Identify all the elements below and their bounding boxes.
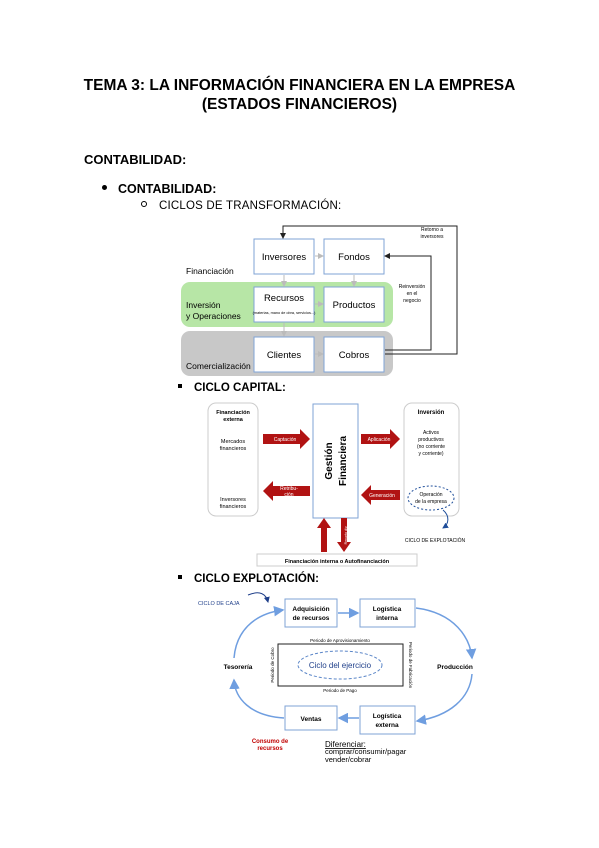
sub-item-ciclo-capital: CICLO CAPITAL: xyxy=(178,382,286,394)
section-heading: CONTABILIDAD: xyxy=(84,152,187,167)
label-periodo-left: Periodo de Cobro xyxy=(270,647,275,683)
arrow-down xyxy=(337,518,351,552)
label-log-externa-2: externa xyxy=(375,722,399,729)
label-activos-4: y corriente) xyxy=(418,451,443,457)
bullet-dot-icon xyxy=(102,185,107,191)
label-reinversion-1: Reinversión xyxy=(399,284,426,290)
label-generacion: Generación xyxy=(369,493,395,499)
label-ventas: Ventas xyxy=(301,716,322,723)
box-productos xyxy=(323,286,385,323)
label-tesoreria: Tesorería xyxy=(224,664,253,671)
label-inversores-fin-2: financieros xyxy=(220,504,247,510)
label-cobros: Cobros xyxy=(339,350,370,361)
label-fin-externa-2: externa xyxy=(223,417,244,423)
ciclo-explotacion-label: CICLO EXPLOTACIÓN: xyxy=(194,573,320,585)
label-fin-interna: Financiación interna o Autofinanciación xyxy=(285,559,390,565)
square-bullet-icon xyxy=(178,574,182,579)
diagram-capital-cycle: Financiación externa Mercados financiero… xyxy=(207,402,466,567)
label-mercados-1: Mercados xyxy=(221,439,245,445)
box-recursos xyxy=(253,286,315,323)
box-financiacion-interna xyxy=(256,553,418,567)
arrow-retribucion xyxy=(263,481,310,501)
label-fin-externa-1: Financiación xyxy=(216,410,250,416)
label-inversion-2: y Operaciones xyxy=(186,311,241,321)
label-arrow-right: Reparto div. xyxy=(344,526,348,545)
label-productos: Productos xyxy=(333,300,376,311)
arrow-generacion xyxy=(361,485,400,505)
page-title-line-2: (ESTADOS FINANCIEROS) xyxy=(201,96,398,113)
box-logistica-externa xyxy=(359,705,416,735)
label-recursos: Recursos xyxy=(264,293,304,304)
label-retribucion-1: Retribu- xyxy=(280,486,298,492)
label-log-interna-2: interna xyxy=(376,615,398,622)
box-cobros xyxy=(323,336,385,373)
panel-inversion xyxy=(403,402,460,517)
label-operacion-1: Operación xyxy=(419,492,442,498)
box-inversores xyxy=(253,238,315,275)
label-retorno-1: Retorno a xyxy=(421,227,443,233)
arrow-aplicacion xyxy=(361,429,400,449)
label-inversion-1: Inversión xyxy=(186,300,221,310)
label-financiera: Financiera xyxy=(338,436,349,486)
label-comercializacion: Comercialización xyxy=(186,361,251,371)
label-retorno-2: inversores xyxy=(420,234,444,240)
ellipse-ciclo-ejercicio xyxy=(297,650,383,680)
label-inversores-fin-1: Inversores xyxy=(220,497,246,503)
label-diferenciar: Diferenciar: xyxy=(325,740,366,749)
label-retribucion-2: ción xyxy=(284,492,293,498)
label-periodo-top: Periodo de Aprovisionamiento xyxy=(310,638,370,643)
label-recursos-sub: (materias, mano de obra, servicios...) xyxy=(253,311,316,315)
label-operacion-2: de la empresa xyxy=(415,499,447,505)
label-fondos: Fondos xyxy=(338,252,370,263)
label-adquisicion-2: de recursos xyxy=(293,615,330,622)
bullet-label: CONTABILIDAD: xyxy=(118,182,217,196)
circle-bullet-icon xyxy=(141,200,147,207)
box-clientes xyxy=(253,336,315,373)
label-ciclo-explotacion: CICLO DE EXPLOTACIÓN xyxy=(405,537,466,544)
label-aplicacion: Aplicación xyxy=(368,437,391,443)
label-clientes: Clientes xyxy=(267,350,302,361)
label-reinversion-3: negocio xyxy=(403,298,421,304)
label-log-externa-1: Logística xyxy=(373,713,402,720)
sub-item-ciclo-explotacion: CICLO EXPLOTACIÓN: xyxy=(178,573,319,585)
label-periodo-bottom: Periodo de Pago xyxy=(323,688,357,693)
panel-financiacion-externa xyxy=(207,402,259,517)
square-bullet-icon xyxy=(178,383,182,388)
label-captacion: Captación xyxy=(274,437,297,443)
label-ciclo-caja: CICLO DE CAJA xyxy=(198,601,240,607)
diagram-transformation-cycles: Inversores Fondos Financiación Recursos … xyxy=(181,225,458,376)
box-logistica-interna xyxy=(359,598,416,628)
label-adquisicion-1: Adquisición xyxy=(292,606,329,613)
label-activos-3: (no corriente xyxy=(417,444,445,450)
label-arrow-left: Capitaliz. xyxy=(314,528,318,542)
bullet-item-contabilidad: CONTABILIDAD: xyxy=(102,182,216,196)
label-gestion: Gestión xyxy=(324,442,335,479)
box-gestion-financiera xyxy=(312,403,359,519)
page-title-line-1: TEMA 3: LA INFORMACIÓN FINANCIERA EN LA … xyxy=(83,77,516,94)
arrow-up xyxy=(317,518,331,552)
label-log-interna-1: Logística xyxy=(373,606,402,613)
label-consumo-2: recursos xyxy=(257,746,283,752)
label-consumo-1: Consumo de xyxy=(252,739,289,745)
arrow-captacion xyxy=(263,429,310,449)
label-activos-1: Activos xyxy=(423,430,440,436)
label-diferenciar-2: comprar/consumir/pagar xyxy=(325,747,407,756)
label-mercados-2: financieros xyxy=(220,446,247,452)
label-inversores: Inversores xyxy=(262,252,307,263)
sub-item-ciclos: CICLOS DE TRANSFORMACIÓN: xyxy=(141,200,341,212)
label-financiacion: Financiación xyxy=(186,266,234,276)
label-produccion: Producción xyxy=(437,664,473,671)
label-activos-2: productivos xyxy=(418,437,444,443)
diagram-operating-cycle: CICLO DE CAJA Adquisición de recursos Lo… xyxy=(198,592,477,764)
sub-item-label: CICLOS DE TRANSFORMACIÓN: xyxy=(159,200,342,212)
label-reinversion-2: en el xyxy=(407,291,418,297)
box-ventas xyxy=(284,705,338,731)
ciclo-capital-label: CICLO CAPITAL: xyxy=(194,382,286,394)
box-adquisicion xyxy=(284,598,338,628)
label-periodo-right: Periodo de Fabricación xyxy=(408,642,413,689)
label-diferenciar-3: vender/cobrar xyxy=(325,755,372,764)
label-inversion: Inversión xyxy=(418,410,445,416)
label-ciclo-ejercicio: Ciclo del ejercicio xyxy=(309,661,372,670)
